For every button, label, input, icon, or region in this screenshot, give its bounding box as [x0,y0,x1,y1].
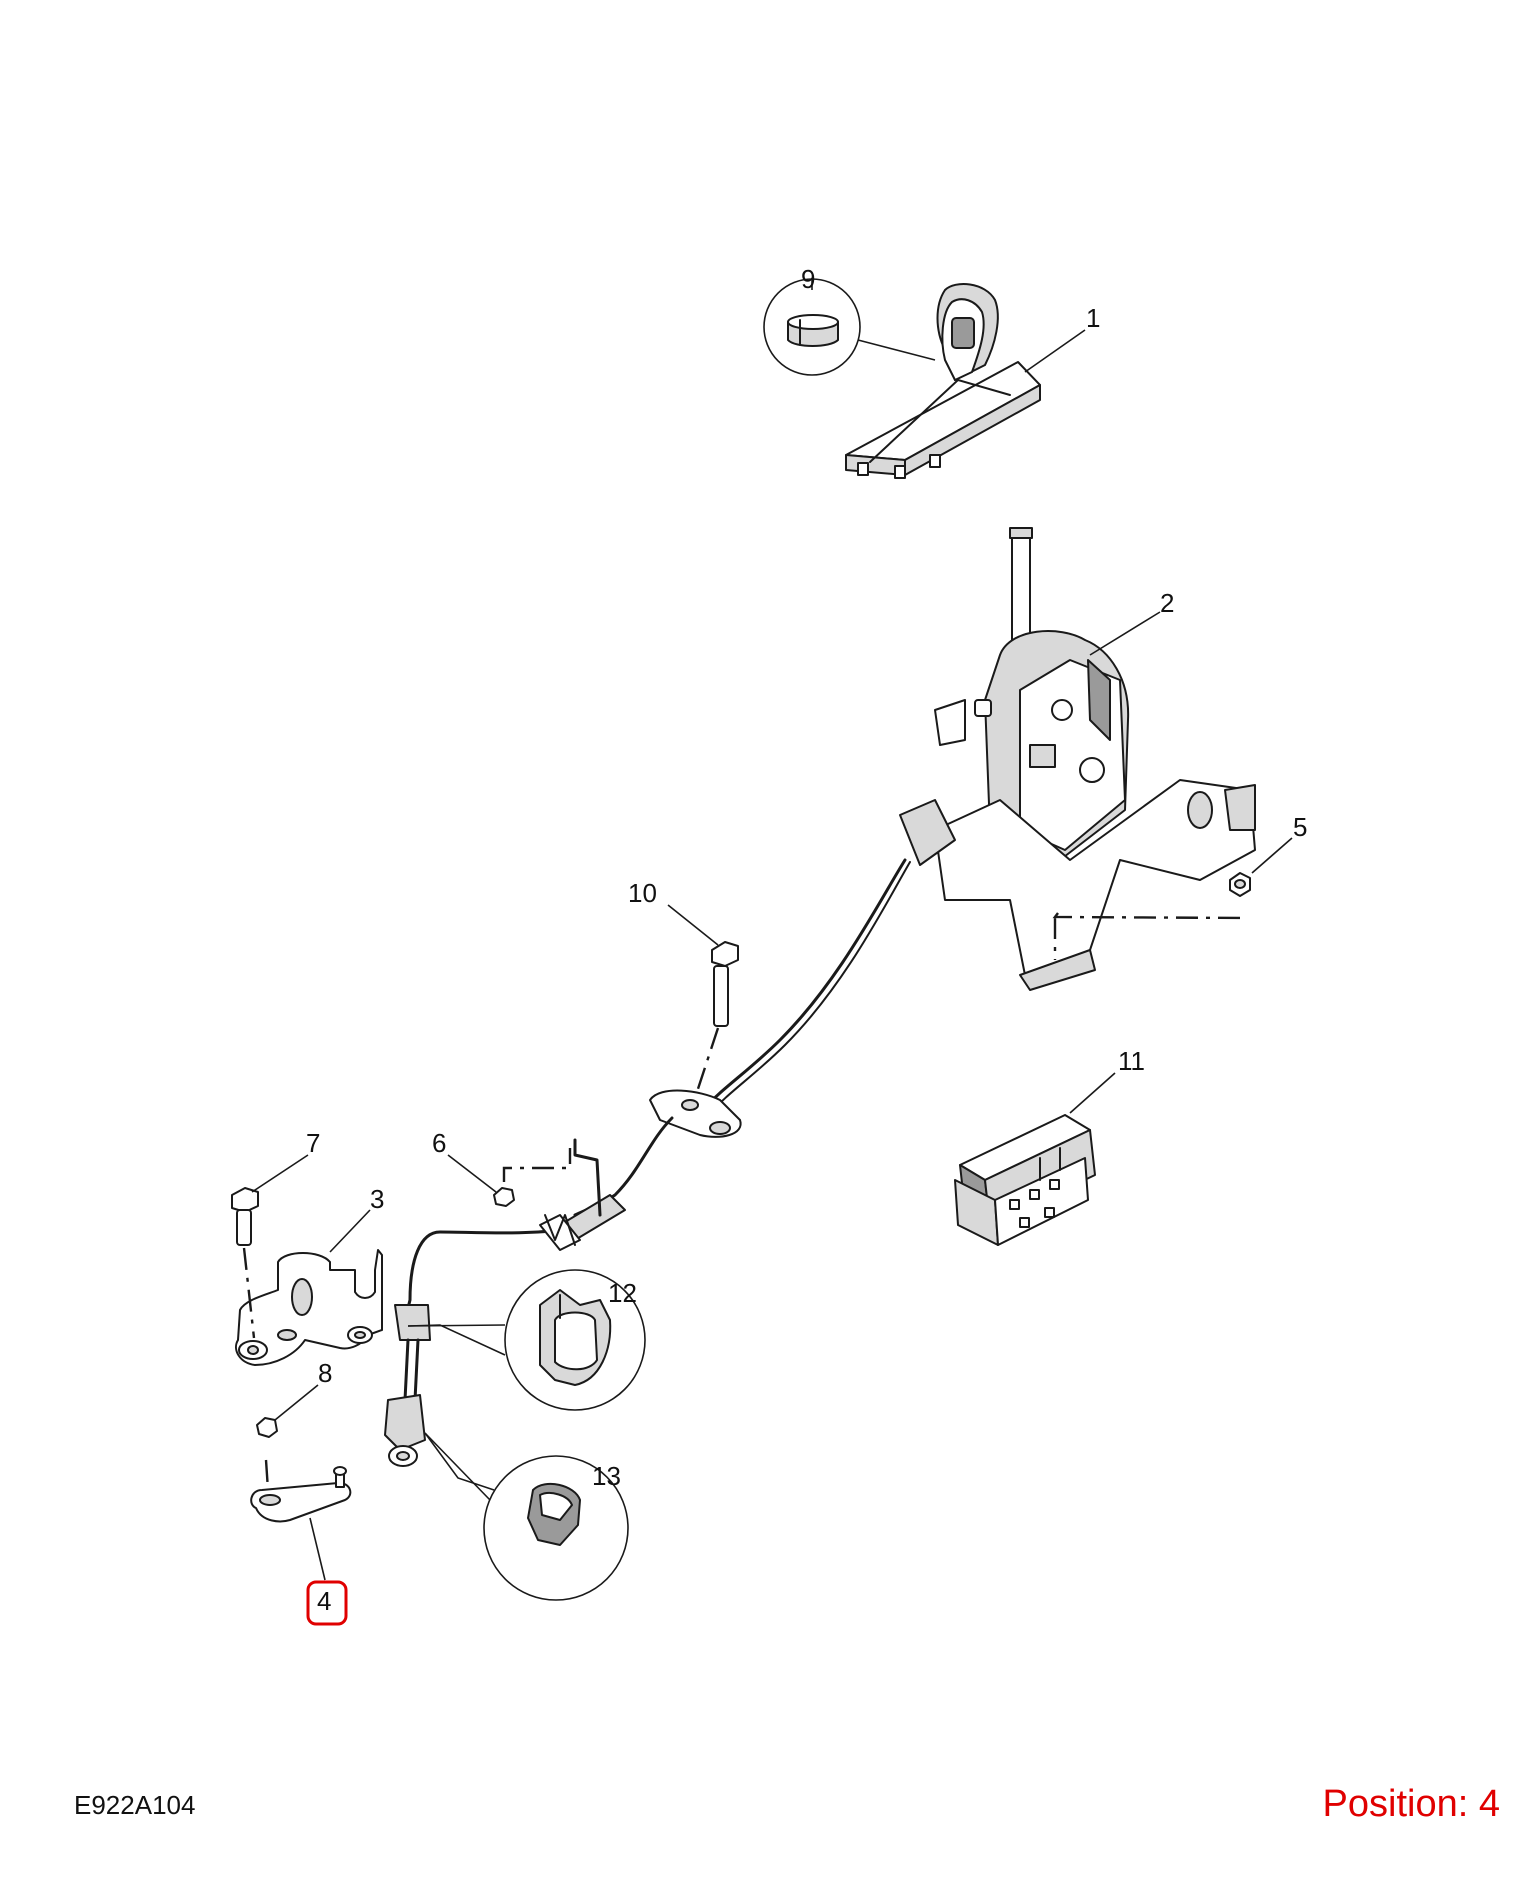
callout-10[interactable]: 10 [628,878,657,908]
detail-12-cable-clip[interactable] [407,1269,646,1411]
callout-6[interactable]: 6 [432,1128,446,1158]
part-5-mounting-line [1052,912,1246,960]
part-7-mounting-line [242,1247,256,1339]
leader-7 [251,1154,309,1193]
callout-12[interactable]: 12 [608,1278,637,1308]
callout-3[interactable]: 3 [370,1184,384,1214]
leader-1 [1024,329,1086,373]
selector-cable[interactable] [384,858,911,1467]
part-1-shift-knob-bezel[interactable] [845,283,1041,479]
leader-4 [309,1517,326,1581]
part-6-mounting-line [502,1148,572,1182]
leader-8 [274,1384,319,1421]
callout-11[interactable]: 11 [1118,1046,1145,1076]
leader-3 [329,1209,371,1253]
diagram-reference-code: E922A104 [74,1790,196,1820]
part-4-lever[interactable] [250,1466,352,1523]
callout-2[interactable]: 2 [1160,588,1174,618]
callout-13[interactable]: 13 [592,1461,621,1491]
part-10-mounting-line [694,1027,720,1096]
detail-9-boot-clip[interactable] [763,278,936,376]
leader-11 [1069,1072,1116,1114]
part-3-bracket[interactable] [235,1249,383,1366]
detail-13-cable-end-clip[interactable] [424,1432,629,1601]
part-8-mounting-line [264,1459,270,1491]
part-6-nut[interactable] [493,1187,515,1207]
leader-5 [1251,837,1293,874]
leader-10 [667,904,719,946]
callout-7[interactable]: 7 [306,1128,320,1158]
part-11-control-module[interactable] [954,1114,1096,1246]
callout-8[interactable]: 8 [318,1358,332,1388]
position-label: Position: 4 [1322,1783,1500,1825]
part-10-bolt[interactable] [711,941,739,1027]
part-8-nut[interactable] [256,1417,278,1438]
callout-4[interactable]: 4 [317,1586,331,1616]
part-5-nut[interactable] [1229,872,1251,897]
leader-6 [447,1154,497,1193]
part-2-selector-housing[interactable] [899,527,1256,991]
leader-2 [1089,611,1161,656]
callout-1[interactable]: 1 [1086,303,1100,333]
callout-5[interactable]: 5 [1293,812,1307,842]
callout-9[interactable]: 9 [801,264,815,294]
callout-4-highlight-box [306,1580,348,1626]
part-7-bolt[interactable] [231,1187,259,1246]
